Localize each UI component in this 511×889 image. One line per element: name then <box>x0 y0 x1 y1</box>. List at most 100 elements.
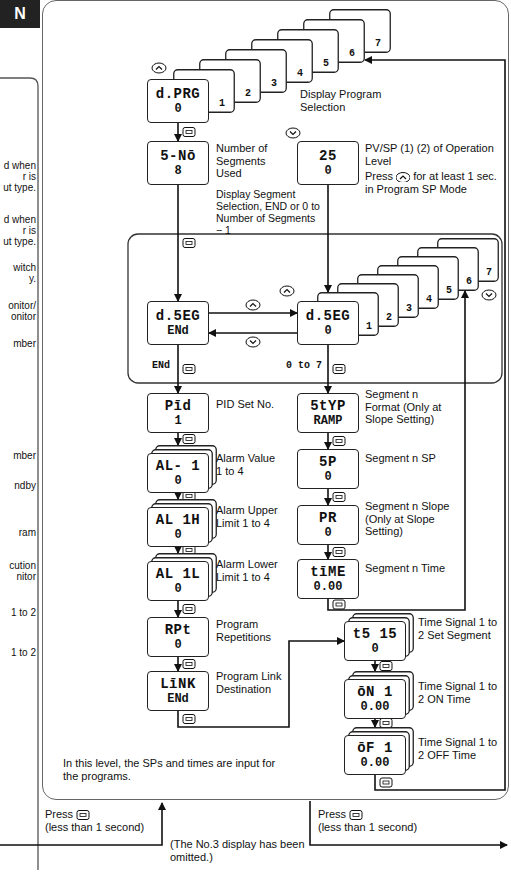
level-note: In this level, the SPs and times are inp… <box>63 757 283 783</box>
display-box: 5tYPRAMP <box>297 393 359 433</box>
flow-connector <box>177 493 179 499</box>
down-key-icon <box>286 128 300 138</box>
key-outline <box>183 605 195 614</box>
cut-off-text: mber <box>0 338 36 350</box>
down-key-icon <box>482 290 496 300</box>
display-value: 0 <box>174 102 181 117</box>
flow-connector <box>327 185 329 292</box>
key-mark <box>290 132 296 135</box>
flow-connector <box>177 345 179 393</box>
key-outline <box>183 365 195 374</box>
instruction-text: Press <box>365 170 393 182</box>
enter-key-icon <box>349 810 363 820</box>
display-box: AL 1L0 <box>147 561 209 601</box>
flow-connector <box>327 345 329 393</box>
cut-off-text: onitor <box>0 311 36 323</box>
enter-key-icon <box>350 811 362 820</box>
display-parameter: 5P <box>319 454 337 470</box>
description-text: Alarm Upper Limit 1 to 4 <box>216 504 282 529</box>
page-number: 4 <box>292 68 308 80</box>
page-number: 2 <box>240 88 256 100</box>
key-outline <box>183 239 195 248</box>
key-mark <box>80 814 86 817</box>
instruction-text: (less than 1 second) <box>45 821 157 834</box>
key-outline <box>246 300 260 310</box>
display-value: 0 <box>174 528 181 543</box>
display-box: tīME0.00 <box>297 559 359 599</box>
key-outline <box>333 365 345 374</box>
edge-label: 0 to 7 <box>280 360 322 373</box>
display-value: 8 <box>174 164 181 179</box>
key-mark <box>284 290 290 293</box>
page-number: 6 <box>461 276 477 288</box>
display-box: AL- 10 <box>147 453 209 493</box>
description-text: Segment n Time <box>365 562 455 575</box>
page-number: 1 <box>214 98 230 110</box>
key-mark <box>353 814 359 817</box>
display-box: d.5EGENd <box>147 301 209 345</box>
enter-key-icon <box>183 605 195 614</box>
key-mark <box>400 176 406 179</box>
flow-connector <box>327 545 329 559</box>
display-parameter: t5 15 <box>353 626 398 642</box>
instruction-text: Press <box>318 808 346 820</box>
key-outline <box>280 286 294 296</box>
page-number: 5 <box>318 58 334 70</box>
display-parameter: LīNK <box>160 676 196 692</box>
key-mark <box>186 495 192 498</box>
display-box: d.PRG0 <box>147 79 209 123</box>
key-outline <box>333 600 345 609</box>
cut-off-text: d when <box>0 214 36 226</box>
key-mark <box>186 368 192 371</box>
key-outline <box>333 548 345 557</box>
key-mark <box>336 440 342 443</box>
flow-connector <box>177 433 179 445</box>
page-number: 6 <box>344 48 360 60</box>
display-value: RAMP <box>314 414 343 429</box>
key-mark <box>186 718 192 721</box>
display-parameter: RPt <box>165 622 192 638</box>
display-value: 0.00 <box>361 700 390 715</box>
display-parameter: tīME <box>310 564 346 580</box>
display-parameter: Pīd <box>165 398 192 414</box>
enter-key-icon <box>333 365 345 374</box>
key-outline <box>77 811 89 820</box>
key-mark <box>250 341 256 344</box>
cut-off-text: r is <box>0 225 36 237</box>
page-number: 5 <box>441 285 457 297</box>
page-number: 4 <box>421 294 437 306</box>
side-panel-border <box>0 78 38 870</box>
display-value: 0 <box>174 638 181 653</box>
cut-off-text: ut type. <box>0 182 36 194</box>
key-mark <box>336 603 342 606</box>
key-outline <box>482 290 496 300</box>
display-parameter: ōF 1 <box>357 740 393 756</box>
display-parameter: d.5EG <box>306 308 351 324</box>
key-mark <box>156 67 162 70</box>
description-text: Time Signal 1 to 2 Set Segment <box>418 616 502 641</box>
display-box: LīNKENd <box>147 671 209 711</box>
up-key-icon <box>280 286 294 296</box>
display-box: Pīd1 <box>147 393 209 433</box>
display-parameter: 5-Nō <box>160 148 196 164</box>
cut-off-text: ndby <box>0 480 36 492</box>
cut-off-text: 1 to 2 <box>0 647 36 659</box>
cut-off-text: d when <box>0 160 36 172</box>
key-mark <box>336 368 342 371</box>
cut-off-text: onitor/ <box>0 300 36 312</box>
display-box: RPt0 <box>147 617 209 657</box>
flow-connector <box>177 601 179 617</box>
enter-key-icon <box>333 437 345 446</box>
description-text: (The No.3 display has been omitted.) <box>170 838 305 863</box>
display-parameter: d.PRG <box>156 86 201 102</box>
display-box: t5 150 <box>344 621 406 661</box>
enter-key-icon <box>183 660 195 669</box>
key-outline <box>333 493 345 502</box>
flow-connector <box>374 661 376 671</box>
display-parameter: 25 <box>319 148 337 164</box>
flow-connector <box>177 185 179 301</box>
cut-off-text: nitor <box>0 571 36 583</box>
section-letter: N <box>4 3 36 25</box>
key-outline <box>183 660 195 669</box>
description-text: Number of Segments Used <box>216 142 288 180</box>
